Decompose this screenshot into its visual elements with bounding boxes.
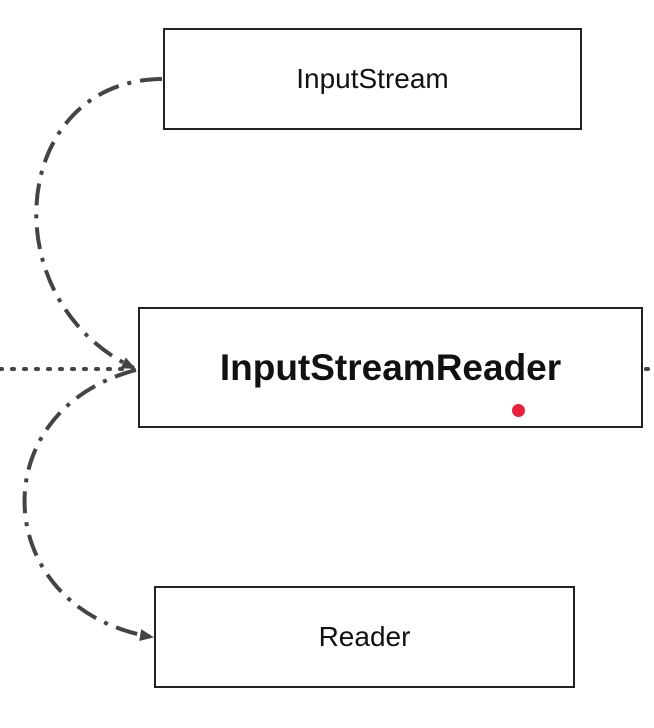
edge-isr-to-reader	[22, 368, 154, 641]
node-inputstream-label: InputStream	[296, 63, 449, 94]
node-inputstreamreader[interactable]: InputStreamReader	[138, 307, 643, 428]
node-inputstreamreader-label: InputStreamReader	[219, 346, 562, 388]
node-reader-label: Reader	[318, 621, 411, 652]
red-dot-marker	[512, 404, 525, 417]
node-inputstream[interactable]: InputStream	[163, 28, 582, 130]
edge-inputstream-to-isr	[34, 77, 163, 370]
node-reader[interactable]: Reader	[154, 586, 575, 688]
